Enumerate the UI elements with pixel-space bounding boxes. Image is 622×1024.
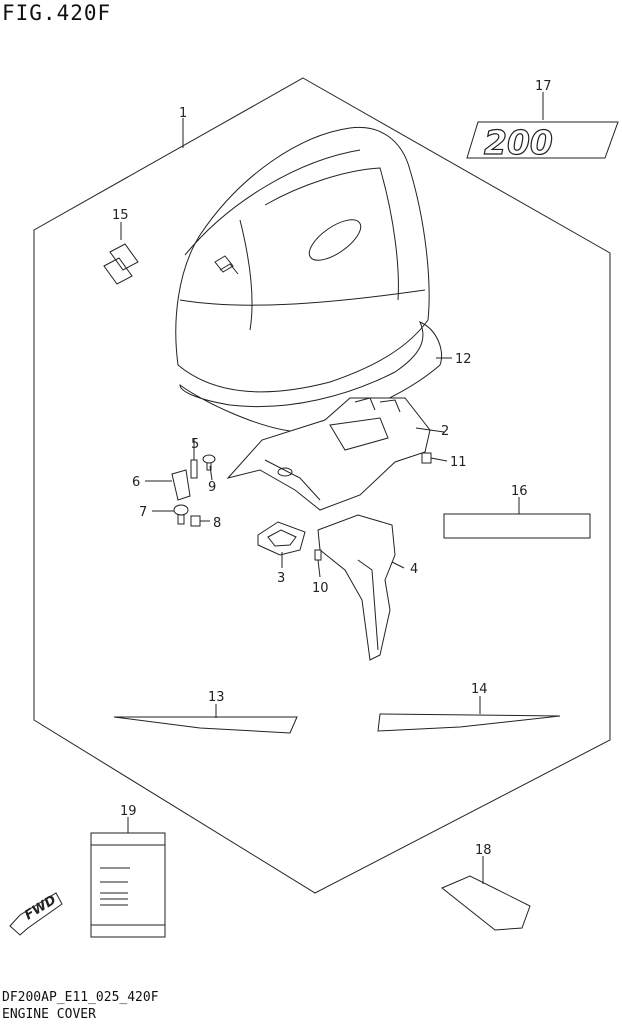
callout-8: 8 bbox=[213, 516, 221, 531]
callout-12: 12 bbox=[455, 352, 472, 367]
callout-16: 16 bbox=[511, 484, 528, 499]
part-6-hinge-bracket[interactable] bbox=[171, 469, 191, 501]
part-10-screw[interactable] bbox=[314, 549, 322, 561]
part-7-grommet[interactable] bbox=[173, 504, 189, 525]
part-15-emblem[interactable] bbox=[103, 243, 139, 285]
part-19-manual[interactable] bbox=[90, 832, 166, 938]
footer-code: DF200AP_E11_025_420F bbox=[2, 990, 159, 1005]
part-3-gasket[interactable] bbox=[257, 521, 306, 556]
part-5-rod[interactable] bbox=[190, 459, 198, 479]
part-11-screw[interactable] bbox=[421, 452, 432, 464]
callout-18: 18 bbox=[475, 843, 492, 858]
callout-1: 1 bbox=[179, 106, 187, 121]
callout-14: 14 bbox=[471, 682, 488, 697]
part-17-badge[interactable]: 200 bbox=[466, 121, 619, 163]
callout-5: 5 bbox=[191, 437, 199, 452]
leader-lines bbox=[120, 92, 544, 884]
callout-19: 19 bbox=[120, 804, 137, 819]
part-2-lower-bracket[interactable] bbox=[226, 397, 431, 511]
callout-11: 11 bbox=[450, 455, 467, 470]
part-14-decal[interactable] bbox=[377, 713, 561, 732]
callout-13: 13 bbox=[208, 690, 225, 705]
assembly-boundary bbox=[33, 77, 611, 894]
callout-17: 17 bbox=[535, 79, 552, 94]
callout-15: 15 bbox=[112, 208, 129, 223]
callout-6: 6 bbox=[132, 475, 140, 490]
callout-2: 2 bbox=[441, 424, 449, 439]
part-16-label[interactable] bbox=[443, 513, 591, 539]
badge-text: 200 bbox=[484, 123, 553, 162]
callout-4: 4 bbox=[410, 562, 418, 577]
part-8-bolt[interactable] bbox=[190, 515, 201, 527]
part-1-engine-cover[interactable] bbox=[175, 126, 430, 393]
part-18-pouch[interactable] bbox=[441, 875, 531, 931]
figure-title: FIG.420F bbox=[2, 1, 112, 25]
callout-3: 3 bbox=[277, 571, 285, 586]
part-13-decal[interactable] bbox=[113, 716, 298, 734]
part-9-screw[interactable] bbox=[202, 454, 216, 471]
callout-7: 7 bbox=[139, 505, 147, 520]
fwd-arrow: FWD bbox=[9, 892, 63, 936]
part-4-duct[interactable] bbox=[317, 514, 396, 661]
footer-name: ENGINE COVER bbox=[2, 1007, 96, 1022]
callout-9: 9 bbox=[208, 480, 216, 495]
callout-10: 10 bbox=[312, 581, 329, 596]
